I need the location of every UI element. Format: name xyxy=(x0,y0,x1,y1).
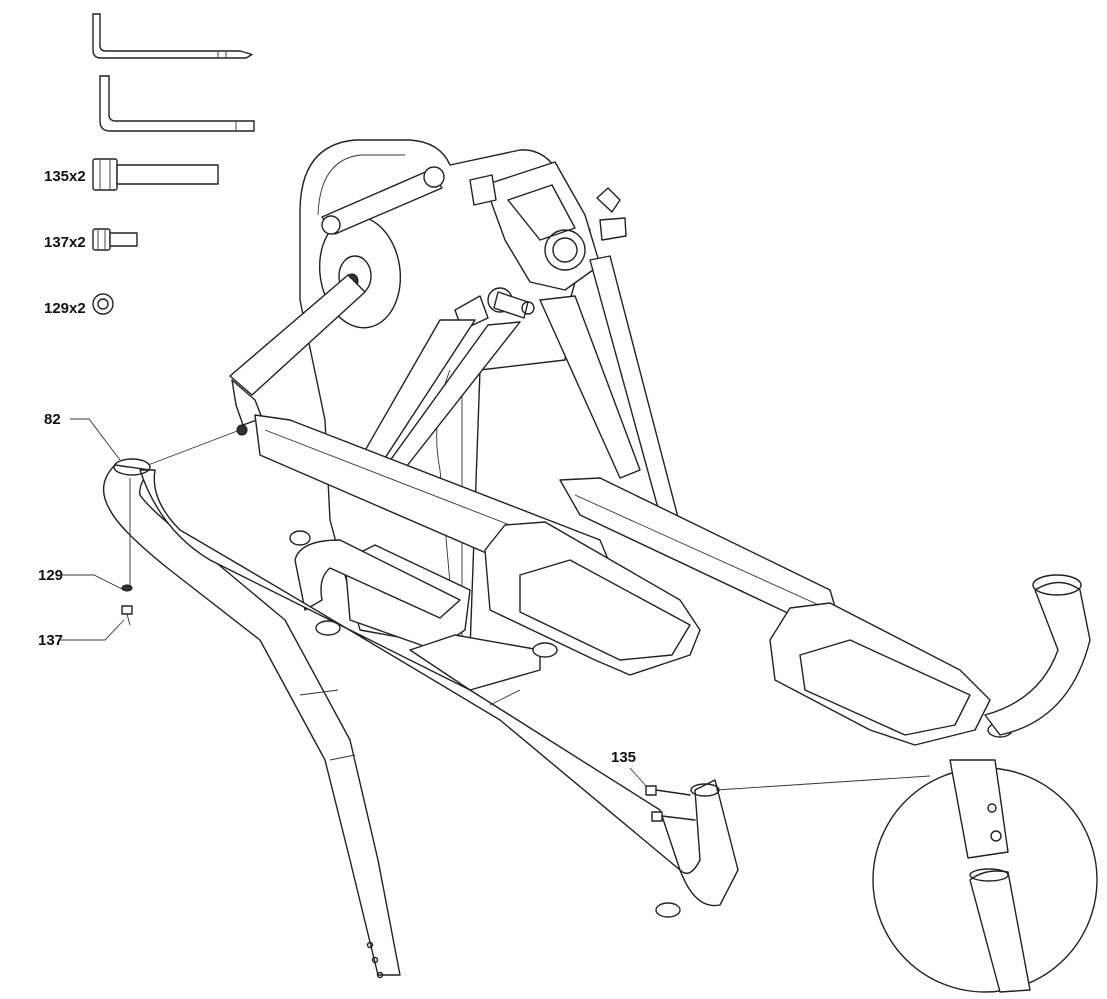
front-stabilizer-82 xyxy=(102,458,739,979)
allen-key-large xyxy=(99,75,255,132)
callout-137: 137 xyxy=(38,632,63,649)
detail-magnifier xyxy=(715,759,1098,993)
hardware-label-135: 135x2 xyxy=(44,168,86,185)
hardware-label-129: 129x2 xyxy=(44,300,86,317)
bolt-135-icon xyxy=(92,158,219,191)
allen-key-small xyxy=(92,13,253,59)
leader-137 xyxy=(60,619,125,641)
leader-129 xyxy=(60,574,125,591)
elliptical-machine xyxy=(229,139,1091,918)
bolt-assembly-right xyxy=(645,785,696,822)
callout-129: 129 xyxy=(38,567,63,584)
bolt-137-icon xyxy=(92,228,138,251)
hardware-label-137: 137x2 xyxy=(44,234,86,251)
bolt-assembly-left xyxy=(121,429,241,626)
leader-135 xyxy=(629,767,647,787)
callout-82: 82 xyxy=(44,411,61,428)
washer-129-icon xyxy=(92,293,114,315)
callout-135: 135 xyxy=(611,749,636,766)
leader-82 xyxy=(70,418,121,461)
